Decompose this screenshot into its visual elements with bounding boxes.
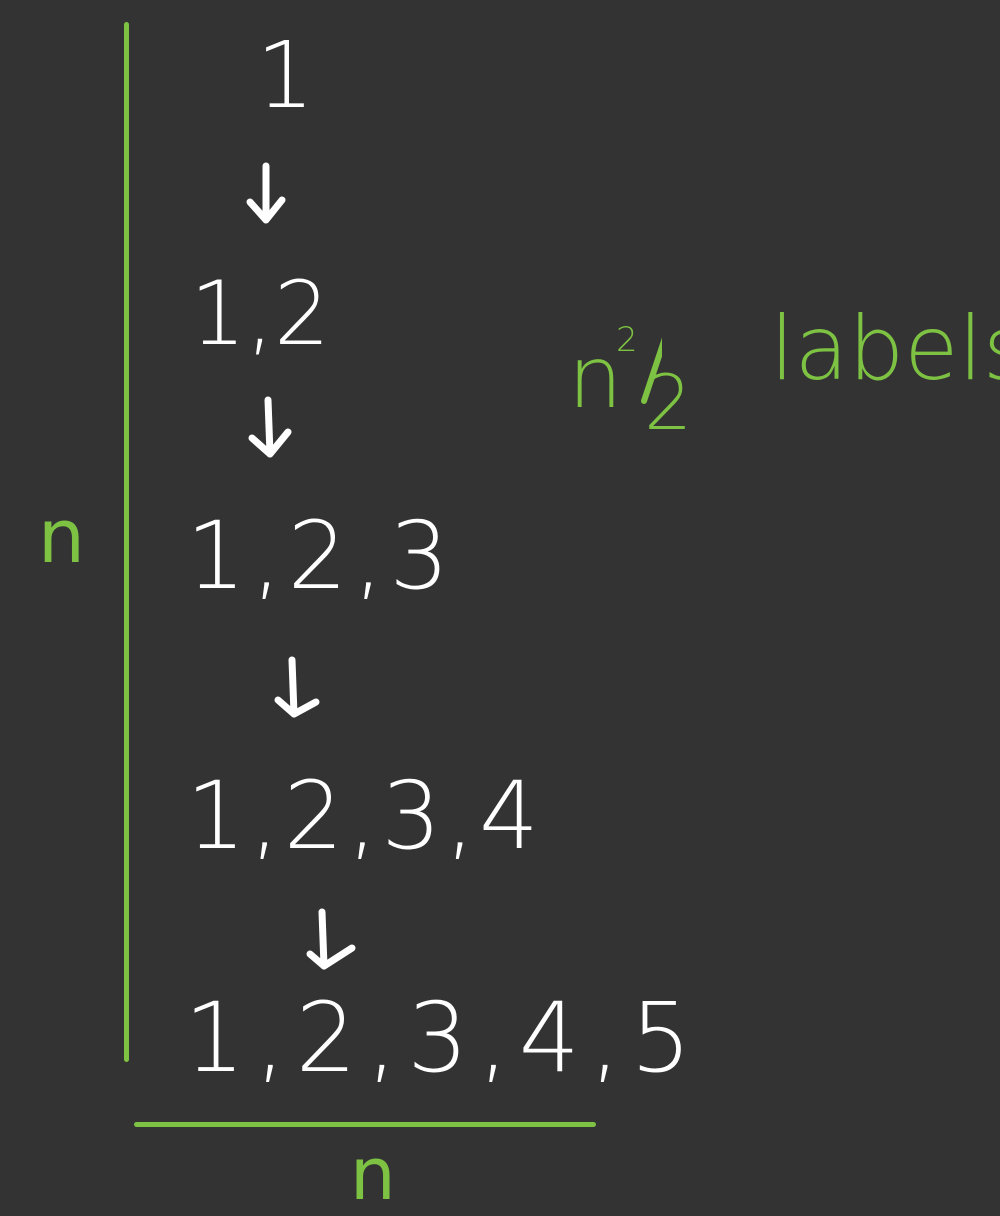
sequence-row-2: 1,2 <box>190 262 330 365</box>
fraction-exponent: 2 <box>616 320 638 360</box>
fraction-denominator: 2 <box>644 358 693 447</box>
count-word: labels <box>770 297 1000 400</box>
width-bracket-line <box>134 1122 596 1127</box>
fraction-base: n <box>568 328 623 428</box>
down-arrow-icon <box>246 162 286 224</box>
sequence-row-4: 1,2,3,4 <box>186 762 543 871</box>
down-arrow-icon <box>274 656 320 718</box>
down-arrow-icon <box>248 396 292 458</box>
down-arrow-icon <box>306 908 356 970</box>
sequence-row-3: 1,2,3 <box>186 502 456 611</box>
sequence-row-1: 1 <box>256 22 315 129</box>
height-label: n <box>38 494 85 580</box>
height-bracket-line <box>124 22 129 1062</box>
count-fraction: n 2 2 <box>560 305 710 445</box>
fraction-slash <box>641 337 662 404</box>
width-label: n <box>350 1132 396 1216</box>
sequence-row-5: 1,2,3,4,5 <box>184 982 702 1094</box>
